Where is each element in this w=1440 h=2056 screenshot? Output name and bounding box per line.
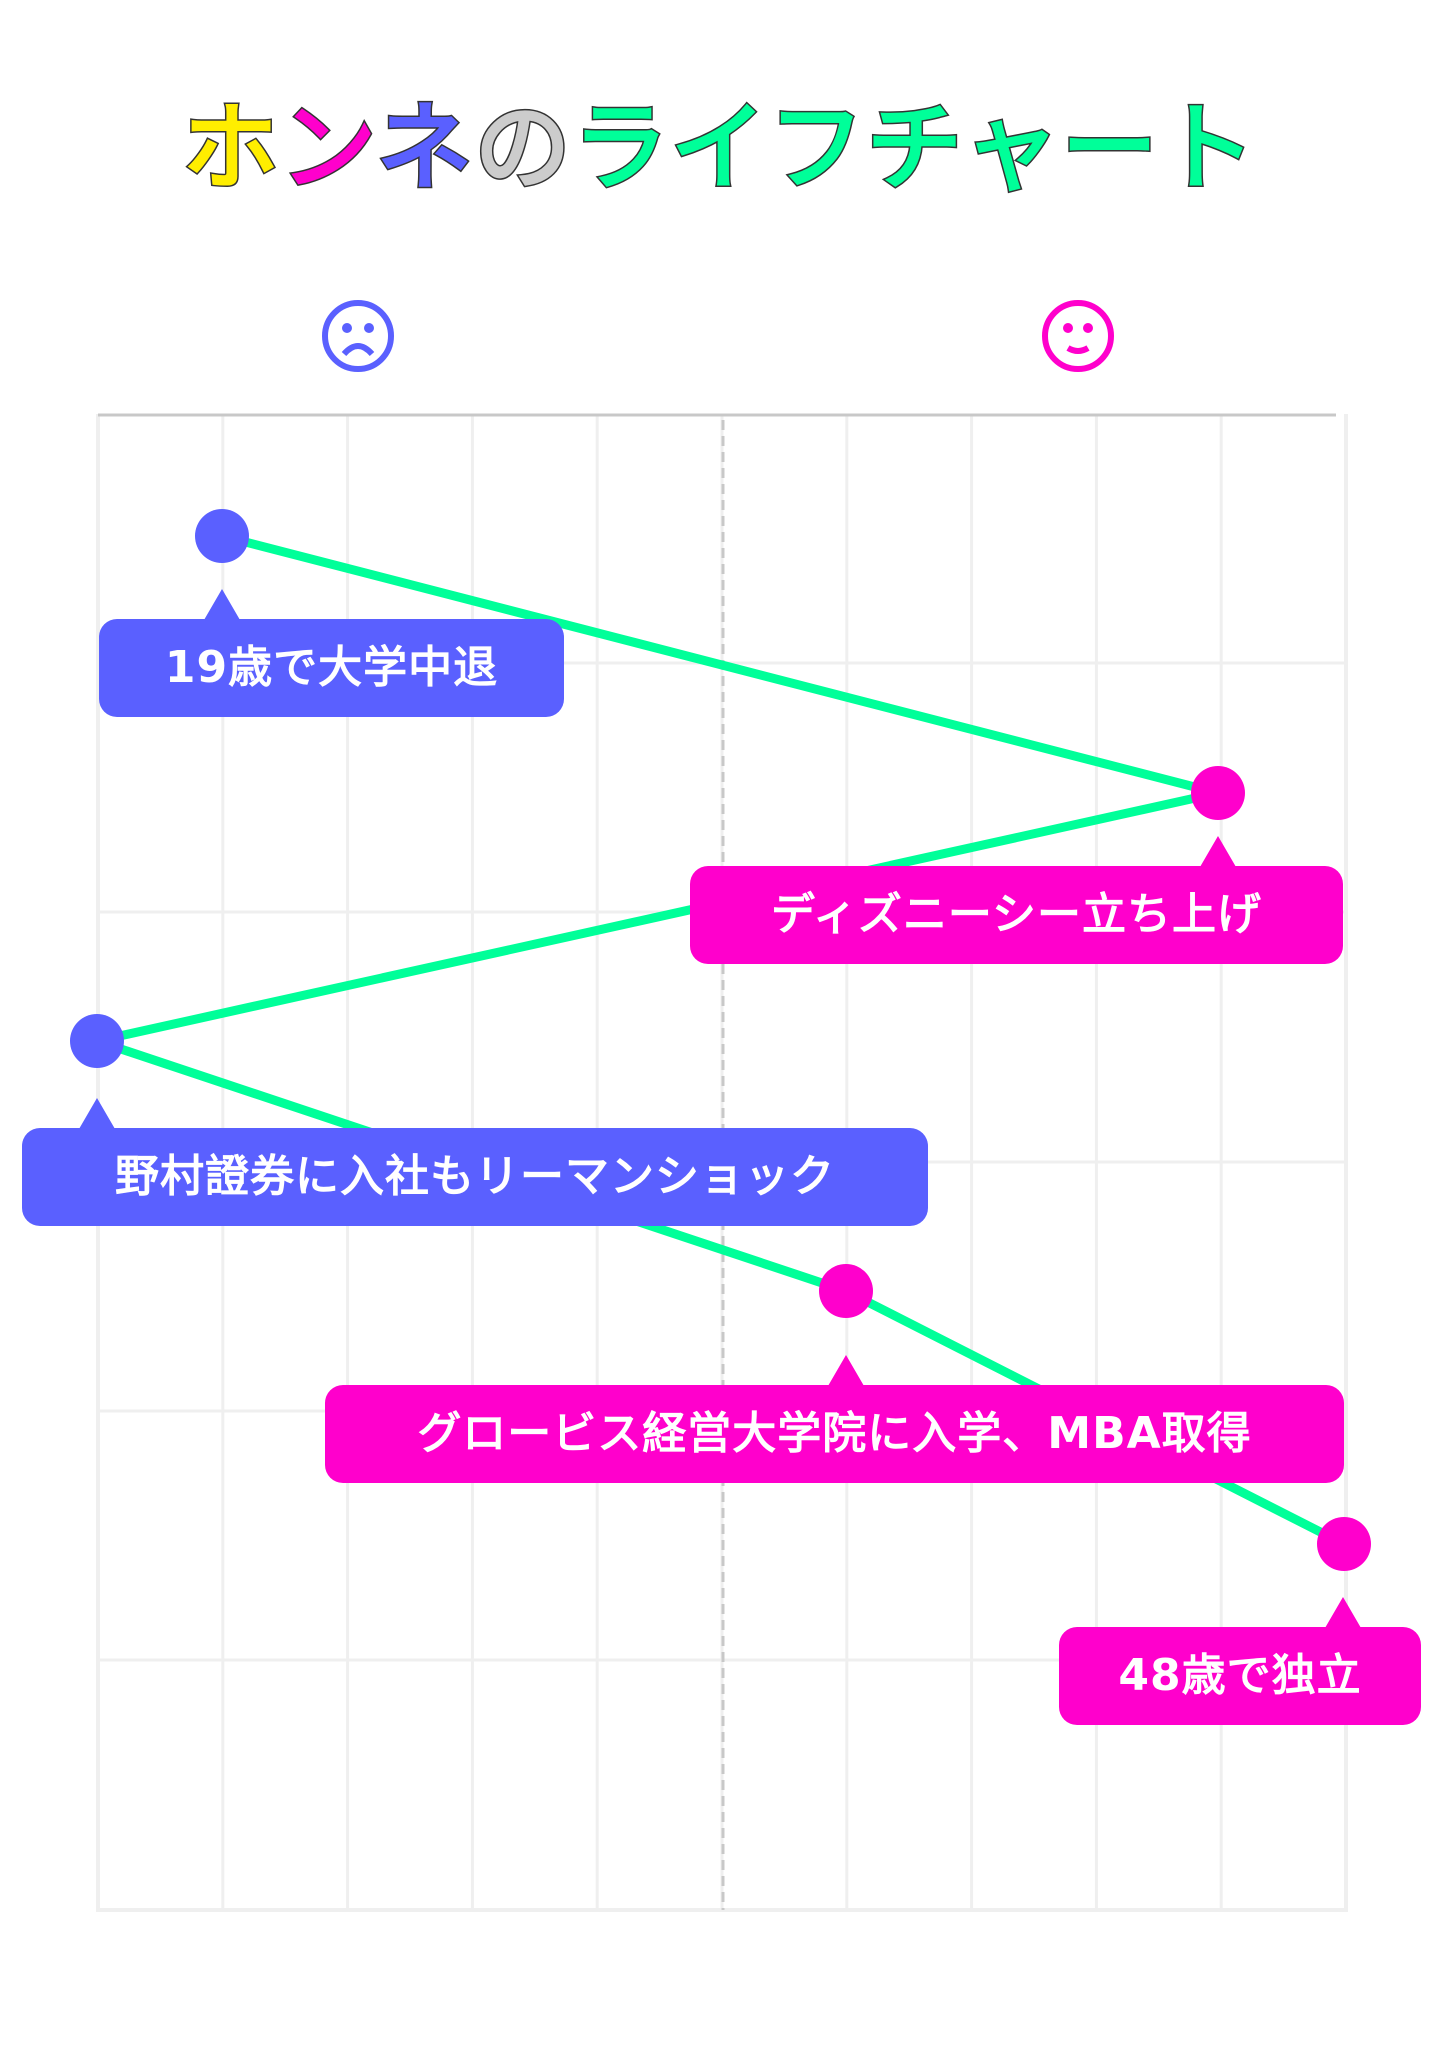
title-part-life-chart: ライフチャート <box>571 91 1258 206</box>
data-point-2 <box>1191 766 1245 820</box>
event-callout-1: 19歳で大学中退 <box>99 589 564 717</box>
callout-pointer <box>204 589 240 620</box>
event-callout-3: 野村證券に入社もリーマンショック <box>22 1098 928 1226</box>
sad-face-icon <box>322 300 394 372</box>
data-point-3 <box>70 1014 124 1068</box>
event-label: 19歳で大学中退 <box>164 642 499 693</box>
event-label: 野村證券に入社もリーマンショック <box>115 1151 835 1202</box>
callout-pointer <box>79 1098 115 1129</box>
event-callout-5: 48歳で独立 <box>1059 1597 1421 1725</box>
happy-face-icon <box>1042 300 1114 372</box>
event-callout-2: ディズニーシー立ち上げ <box>690 836 1343 964</box>
data-point-5 <box>1317 1517 1371 1571</box>
chart-title: ホンネのライフチャート <box>0 88 1440 208</box>
title-part-ne: ネ <box>375 91 475 206</box>
callout-pointer <box>1200 836 1236 867</box>
event-label: グロービス経営大学院に入学、MBA取得 <box>417 1408 1252 1459</box>
event-label: 48歳で独立 <box>1118 1650 1362 1701</box>
event-label: ディズニーシー立ち上げ <box>770 889 1263 940</box>
event-callout-4: グロービス経営大学院に入学、MBA取得 <box>325 1355 1344 1483</box>
title-part-ho: ホ <box>181 91 281 206</box>
callout-pointer <box>1325 1597 1361 1628</box>
title-part-no: の <box>473 91 573 206</box>
data-point-1 <box>195 509 249 563</box>
data-point-4 <box>819 1264 873 1318</box>
callout-pointer <box>828 1355 864 1386</box>
title-part-n: ン <box>279 91 377 206</box>
